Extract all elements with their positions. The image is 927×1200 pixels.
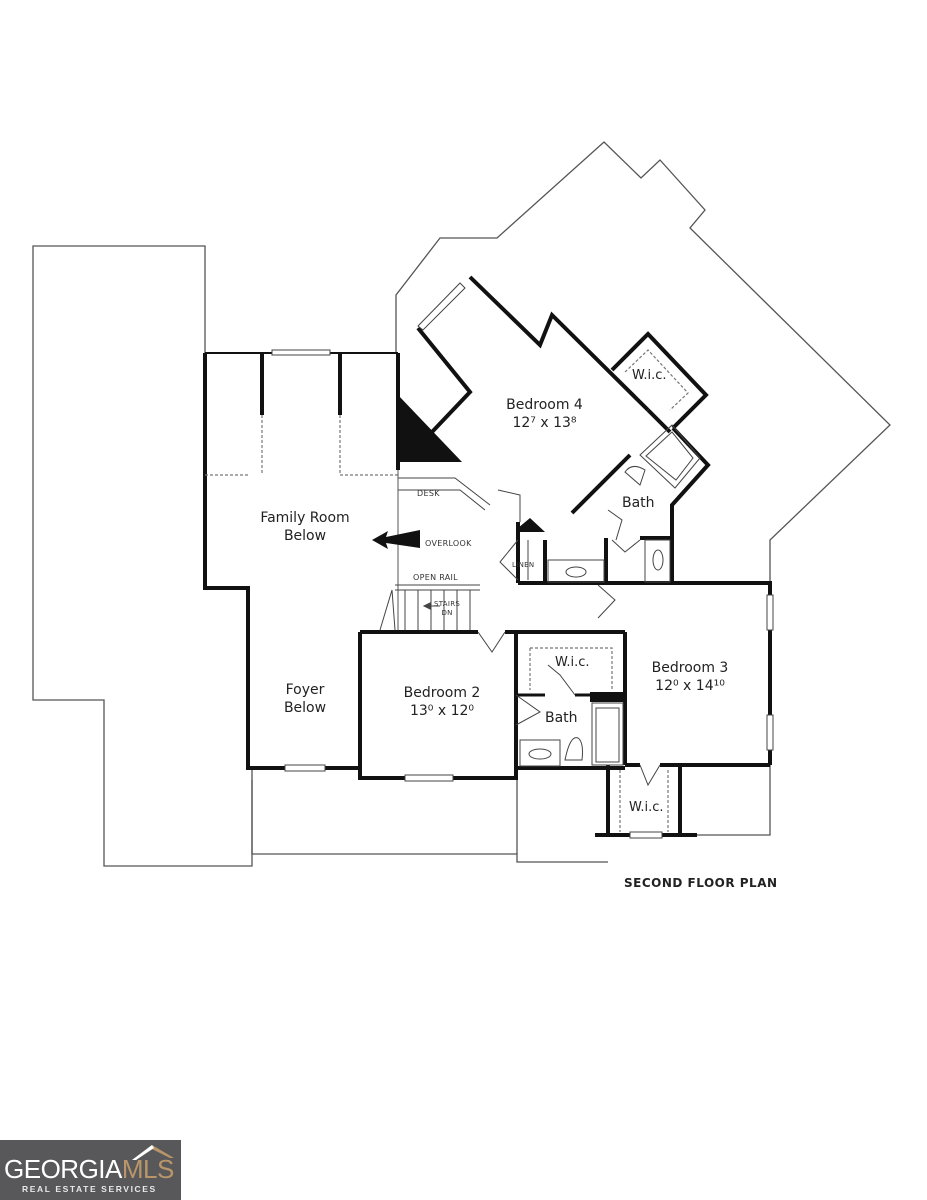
- room-label-family-room-below: Family Room Below: [250, 510, 360, 545]
- plan-caption: SECOND FLOOR PLAN: [624, 876, 778, 890]
- room-name: Family Room: [260, 510, 350, 526]
- label-stairs-down: STAIRS DN: [434, 600, 460, 618]
- linen-fill: [518, 518, 545, 532]
- room-label-bedroom-3: Bedroom 3 12⁰ x 14¹⁰: [640, 660, 740, 695]
- logo-brand-accent: MLS: [121, 1154, 174, 1184]
- overlook-arrow-icon: [372, 530, 420, 549]
- logo-brand-main: GEORGIA: [4, 1154, 122, 1184]
- room-note: Below: [283, 527, 327, 544]
- room-name: Bedroom 4: [506, 397, 583, 413]
- logo-wordmark: GEORGIAMLS: [4, 1154, 174, 1185]
- label-bath-lower: Bath: [545, 710, 578, 726]
- room-dimensions: 12⁰ x 14¹⁰: [655, 677, 725, 694]
- fixtures: [271, 282, 774, 839]
- room-name: Foyer: [285, 682, 325, 698]
- walls: [203, 275, 772, 837]
- label-wic-bedroom-4: W.i.c.: [632, 368, 667, 383]
- label-open-rail: OPEN RAIL: [413, 573, 458, 582]
- room-label-bedroom-2: Bedroom 2 13⁰ x 12⁰: [392, 685, 492, 720]
- wall-fill: [590, 692, 625, 702]
- room-name: Bedroom 2: [403, 685, 481, 701]
- roof-icon: [132, 1145, 174, 1160]
- label-wic-bedroom-3: W.i.c.: [629, 800, 664, 815]
- room-label-foyer-below: Foyer Below: [270, 682, 340, 717]
- label-linen: LINEN: [512, 561, 535, 569]
- label-bath-upper: Bath: [622, 495, 655, 511]
- outer-outline: [32, 141, 891, 867]
- stair-void-fill: [398, 395, 462, 462]
- room-dimensions: 13⁰ x 12⁰: [409, 702, 475, 719]
- closet-rods: [205, 349, 689, 832]
- label-overlook: OVERLOOK: [425, 539, 472, 548]
- room-name: Bedroom 3: [651, 660, 729, 676]
- room-note: Below: [283, 699, 327, 716]
- georgia-mls-logo: GEORGIAMLS REAL ESTATE SERVICES: [0, 1140, 181, 1200]
- stairs-label: STAIRS: [434, 600, 461, 608]
- logo-tagline: REAL ESTATE SERVICES: [22, 1184, 157, 1194]
- room-dimensions: 12⁷ x 13⁸: [512, 414, 577, 431]
- label-desk: DESK: [417, 489, 440, 498]
- room-label-bedroom-4: Bedroom 4 12⁷ x 13⁸: [497, 397, 592, 432]
- stairs-direction: DN: [441, 608, 453, 617]
- label-wic-bedroom-2: W.i.c.: [555, 655, 590, 670]
